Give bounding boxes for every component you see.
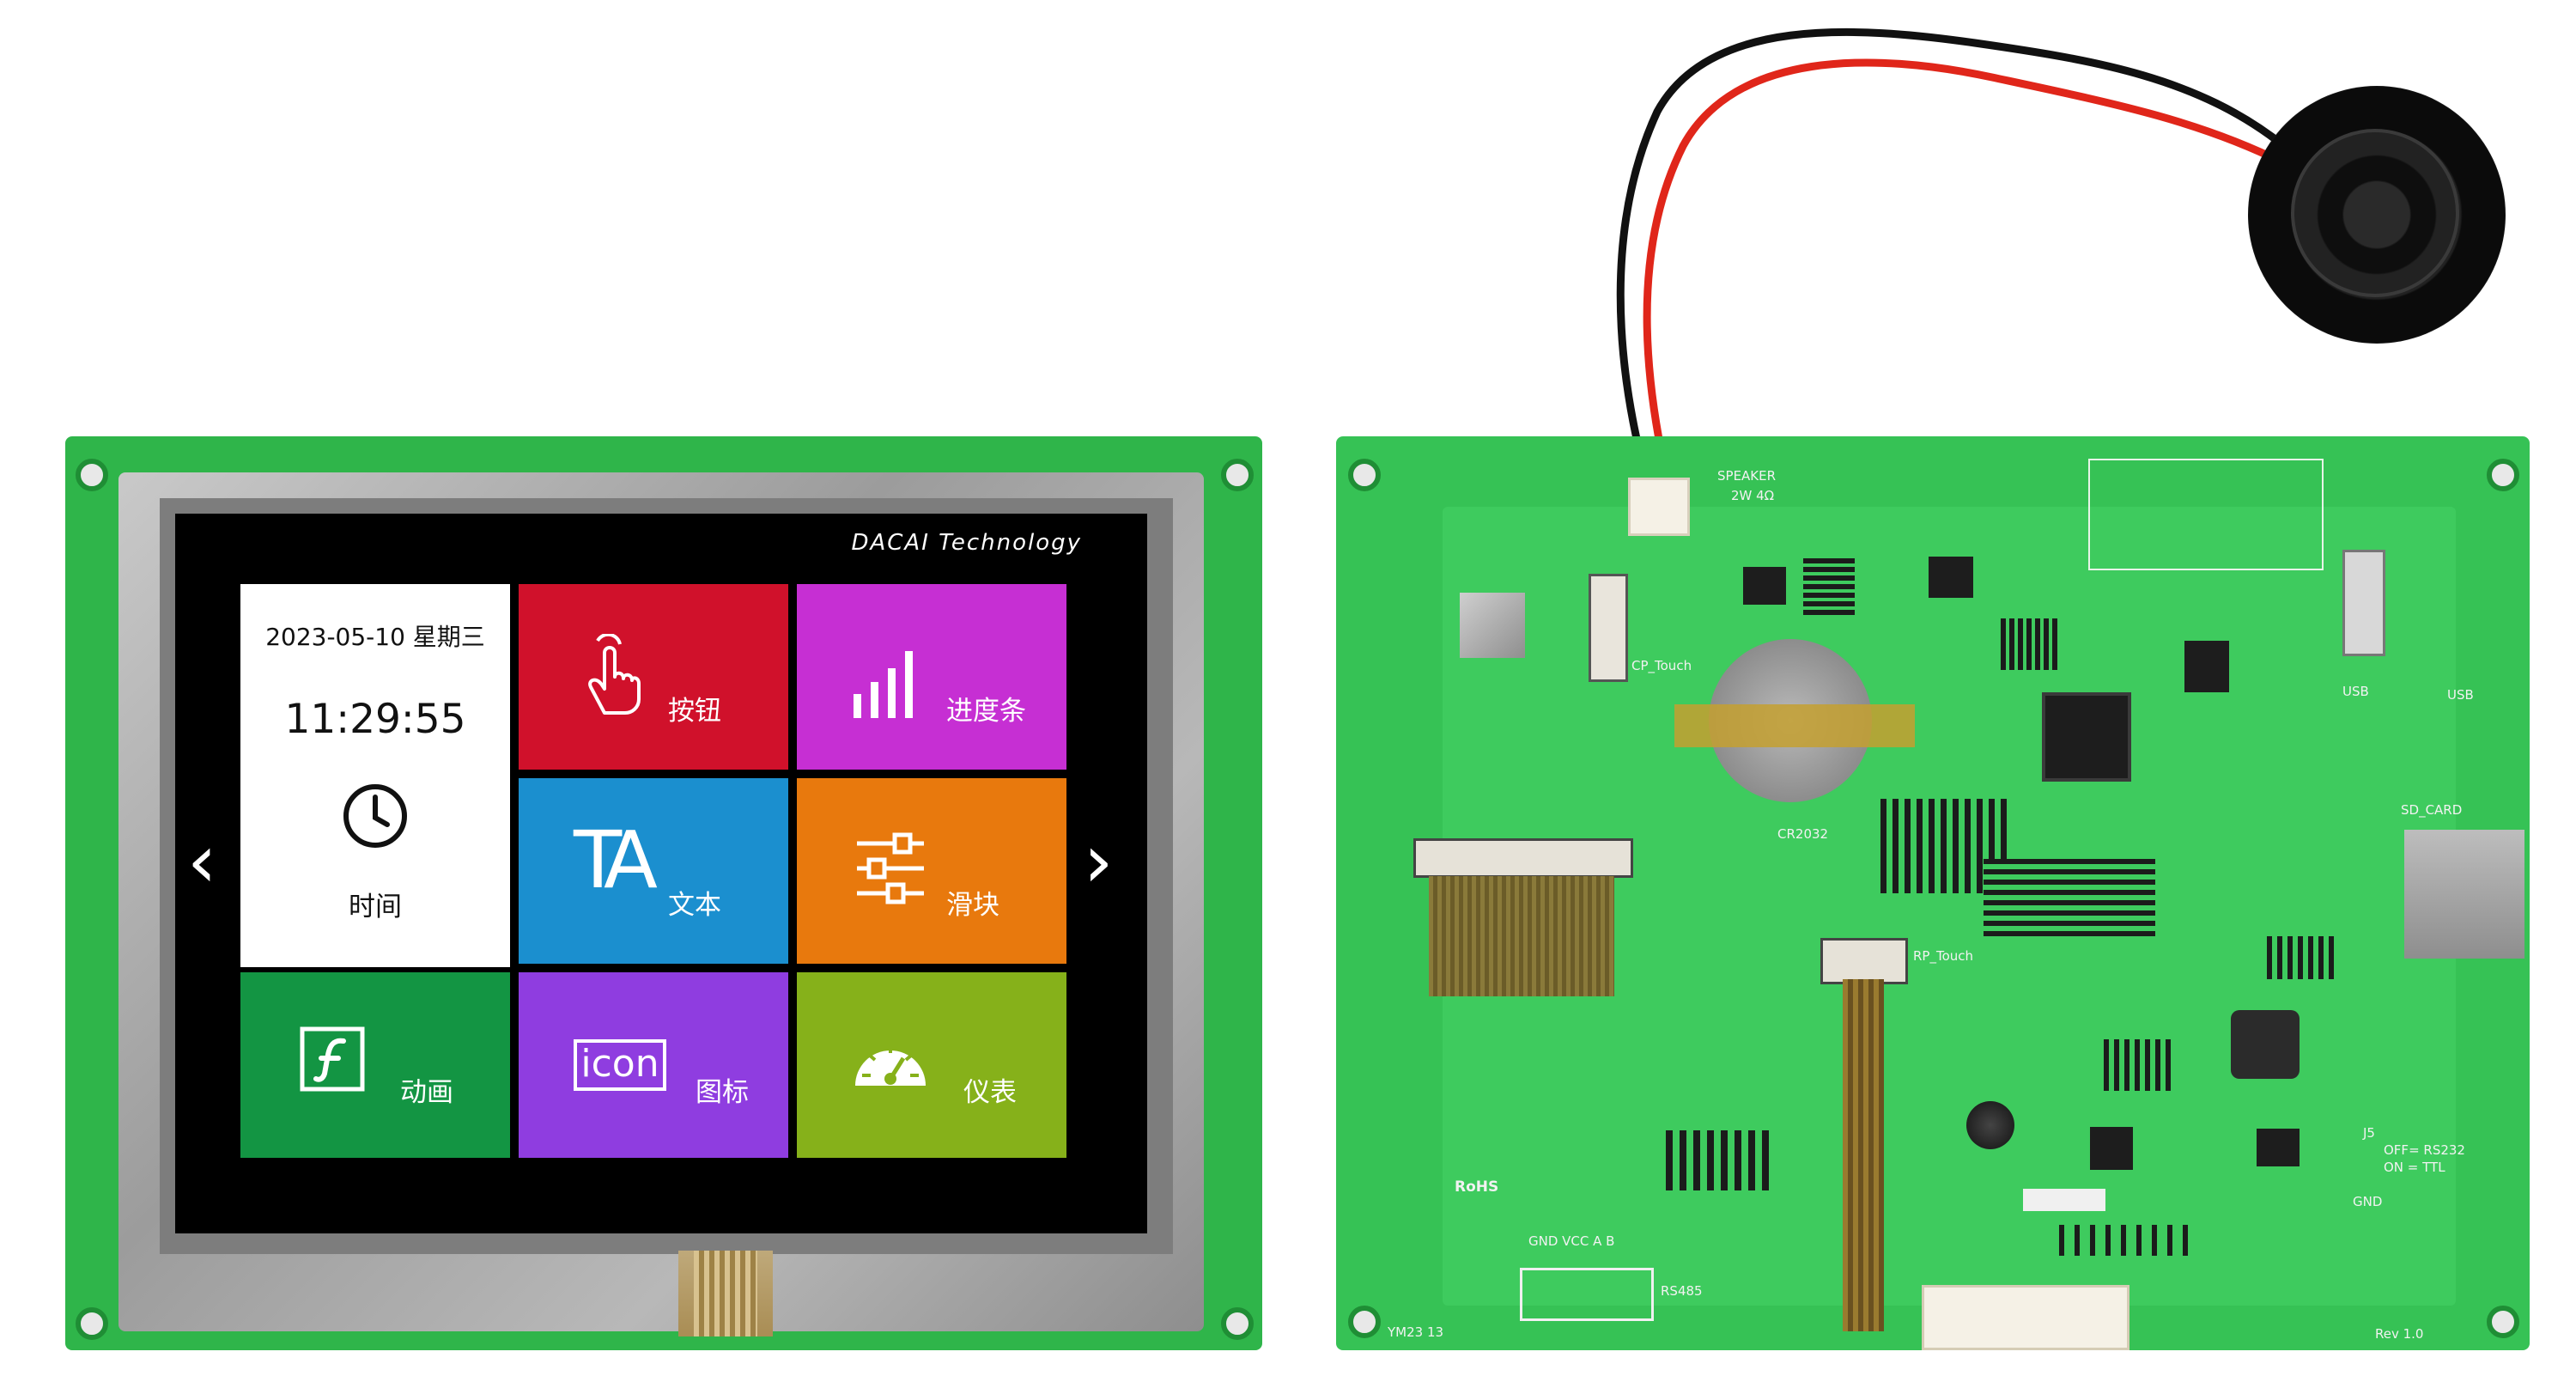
next-page-arrow[interactable]: › (1084, 819, 1114, 904)
icon-glyph: icon (574, 1039, 666, 1091)
hand-pointer-icon (588, 634, 641, 715)
time-label: 时间 (349, 892, 402, 922)
tile-progress-label: 进度条 (946, 696, 1026, 727)
mount-hole (1348, 1306, 1381, 1338)
date-code-silk: YM23 13 (1388, 1324, 1444, 1340)
smd-resistor-array (2001, 618, 2061, 670)
gnd-silk: GND (2353, 1194, 2383, 1209)
tile-slider-label: 滑块 (946, 890, 999, 921)
tile-gauge[interactable]: 仪表 (797, 972, 1066, 1158)
tile-animation-label: 动画 (400, 1077, 453, 1108)
flex-cable-traces (694, 1251, 757, 1336)
gauge-icon (855, 1044, 926, 1086)
rev-silk: Rev 1.0 (2375, 1326, 2424, 1342)
ic-chip (1929, 557, 1973, 598)
tile-slider[interactable]: 滑块 (797, 778, 1066, 964)
battery-contacts (1674, 704, 1915, 747)
tile-progress[interactable]: 进度条 (797, 584, 1066, 770)
mount-hole (2487, 459, 2519, 491)
tile-icon[interactable]: icon 图标 (519, 972, 788, 1158)
flash-icon (300, 1026, 365, 1092)
time-text: 11:29:55 (284, 696, 466, 743)
rs485-silk: RS485 (1661, 1283, 1703, 1299)
ttl-silk: ON = TTL (2384, 1160, 2445, 1175)
tile-button[interactable]: 按钮 (519, 584, 788, 770)
lcd-connector (1413, 838, 1633, 878)
speaker-connector (1628, 478, 1690, 536)
date-text: 2023-05-10 星期三 (265, 623, 485, 651)
tile-text-label: 文本 (668, 890, 721, 921)
usb-connector (2342, 550, 2385, 656)
smd-resistor-array (2059, 1225, 2188, 1256)
tile-text[interactable]: TA 文本 (519, 778, 788, 964)
speaker-silk: SPEAKER (1717, 468, 1777, 484)
mount-hole (76, 1307, 108, 1340)
usb-silk-a: USB (2342, 684, 2369, 699)
smd-resistor-array (2267, 936, 2336, 979)
brand-label: DACAI Technology (851, 530, 1082, 556)
cp-touch-silk: CP_Touch (1631, 658, 1692, 673)
ic-chip (1743, 567, 1786, 605)
shield-pad (1460, 593, 1525, 658)
tile-icon-label: 图标 (696, 1077, 749, 1108)
battery-silk: CR2032 (1777, 826, 1829, 842)
io-connector (1922, 1285, 2129, 1350)
ic-chip (2257, 1129, 2300, 1166)
capacitor (1966, 1101, 2014, 1149)
inductor (2090, 1127, 2133, 1170)
ic-chip (2184, 641, 2229, 692)
j5-silk: J5 (2363, 1125, 2375, 1141)
usb-silk-b: USB (2447, 687, 2474, 703)
label-pad (2023, 1189, 2105, 1211)
tile-button-label: 按钮 (668, 696, 721, 727)
smd-resistor-array (1803, 558, 1855, 618)
tile-gauge-label: 仪表 (963, 1077, 1017, 1108)
mount-hole (76, 459, 108, 491)
mount-hole (1221, 459, 1254, 491)
rp-touch-ribbon (1843, 979, 1884, 1331)
smd-resistor-array (1666, 1130, 1769, 1190)
smd-resistor-array (2104, 1039, 2172, 1091)
rs232-silk: OFF= RS232 (2384, 1142, 2465, 1158)
rp-touch-silk: RP_Touch (1913, 948, 1974, 964)
sd-card-slot (2404, 830, 2524, 959)
time-tile[interactable]: 2023-05-10 星期三 11:29:55 时间 (240, 584, 510, 967)
cp-touch-connector (1589, 574, 1628, 682)
speaker-cone-ring (2291, 129, 2459, 297)
buzzer (2231, 1010, 2300, 1079)
signal-bars-icon (854, 651, 913, 718)
sd-card-silk: SD_CARD (2401, 802, 2463, 818)
mount-hole (1221, 1307, 1254, 1340)
mount-hole (2487, 1306, 2519, 1338)
gnd-vcc-silk: GND VCC A B (1528, 1233, 1615, 1249)
sliders-icon (857, 832, 924, 904)
rs485-header (1520, 1268, 1654, 1321)
rohs-silk: RoHS (1455, 1178, 1499, 1196)
clock-icon (343, 784, 407, 848)
smd-cap-array (1984, 859, 2155, 936)
lcd-ribbon-cable (1429, 876, 1614, 996)
tile-animation[interactable]: 动画 (240, 972, 510, 1158)
mcu-chip (2042, 692, 2131, 782)
silkscreen-outline (2088, 459, 2324, 570)
prev-page-arrow[interactable]: ‹ (187, 819, 217, 904)
speaker-spec-silk: 2W 4Ω (1731, 488, 1775, 503)
text-icon: TA (574, 814, 658, 906)
rp-touch-connector (1820, 938, 1908, 984)
mount-hole (1348, 459, 1381, 491)
